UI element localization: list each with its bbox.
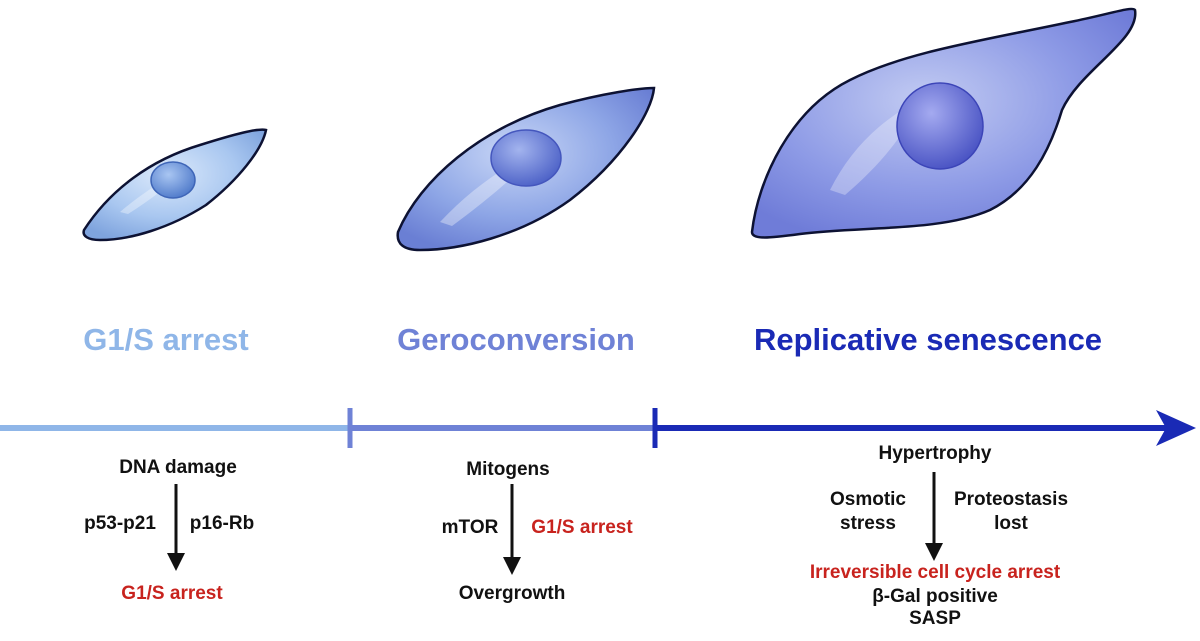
stage-1-left-pathway: p53-p21 <box>84 513 156 534</box>
cell-1-illustration <box>82 128 268 242</box>
cell-3-nucleus <box>896 82 984 170</box>
stage-1-result: G1/S arrest <box>121 583 223 604</box>
stage-3-left-pathway: Osmotic stress <box>829 489 907 534</box>
stage-1-title: G1/S arrest <box>83 322 249 357</box>
stage-3-result: Irreversible cell cycle arrest <box>809 562 1061 583</box>
stage-2-left-pathway: mTOR <box>441 517 499 538</box>
stage-3-marker-1: β-Gal positive <box>872 586 998 607</box>
cell-1-nucleus <box>150 161 196 199</box>
stage-3-title: Replicative senescence <box>753 322 1103 357</box>
stage-3-cause: Hypertrophy <box>878 443 992 464</box>
stage-3-marker-2: SASP <box>909 608 961 629</box>
stage-2-cause: Mitogens <box>466 459 550 480</box>
cell-2-nucleus <box>490 129 562 187</box>
stage-2-result: Overgrowth <box>458 583 566 604</box>
timeline-arrowhead <box>1156 410 1196 446</box>
stage-2-right-pathway: G1/S arrest <box>531 517 633 538</box>
stage-3-right-pathway: Proteostasis lost <box>953 489 1069 534</box>
timeline <box>0 408 1196 448</box>
cell-3-illustration <box>750 7 1137 239</box>
stage-1-cause: DNA damage <box>119 457 237 478</box>
stage-1-right-pathway: p16-Rb <box>189 513 255 534</box>
stage-2-title: Geroconversion <box>397 322 635 357</box>
cell-2-illustration <box>396 86 656 252</box>
